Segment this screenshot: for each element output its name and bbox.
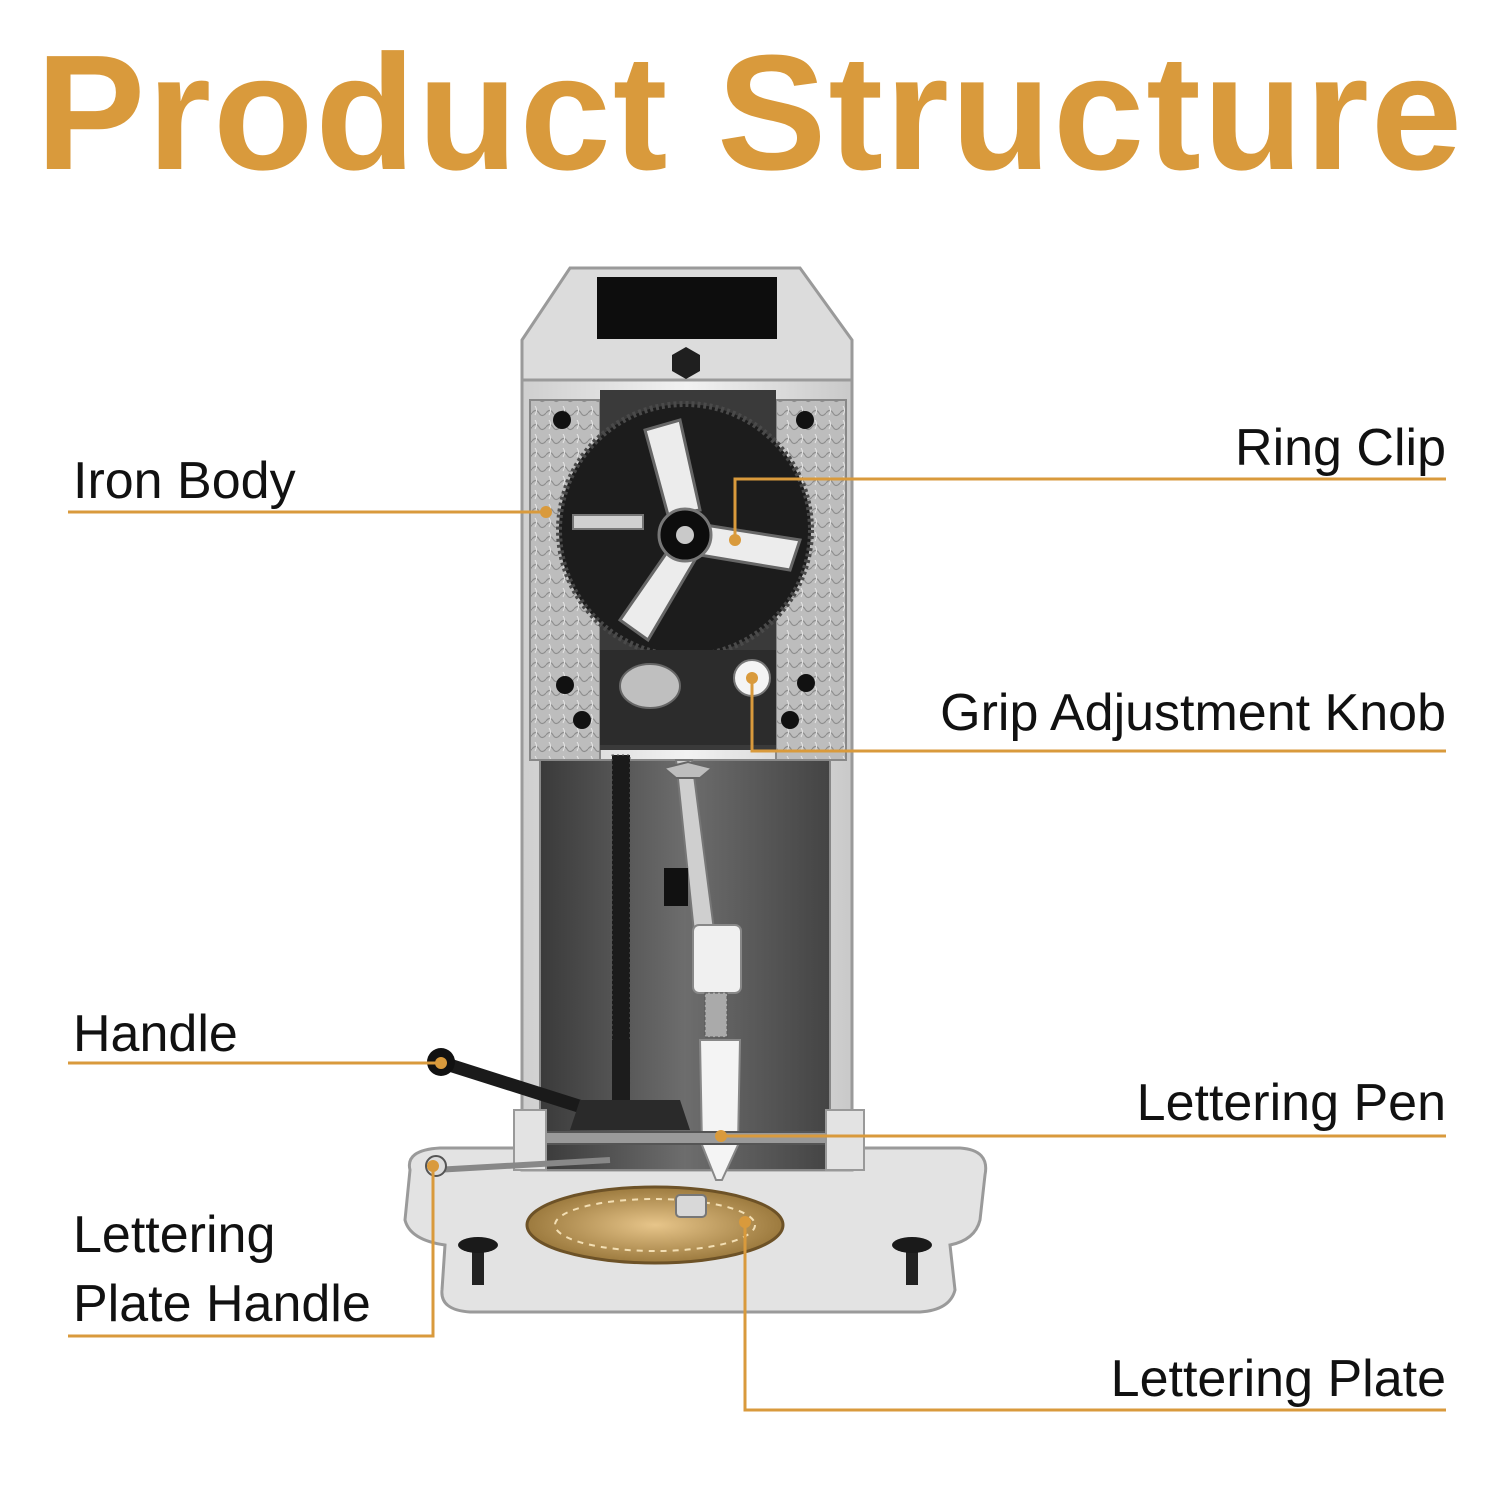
handle-bracket — [570, 1100, 690, 1130]
page-title: Product Structure — [35, 21, 1465, 204]
cam-lever — [619, 663, 681, 709]
handle-bar — [433, 1055, 592, 1115]
leader-lettering-plate — [743, 1222, 1446, 1412]
bracket-left — [513, 1109, 547, 1171]
foot-left — [472, 1245, 484, 1285]
plate-handle-rod — [434, 1157, 611, 1173]
label-lettering-plate: Lettering Plate — [1110, 1350, 1446, 1408]
dot-lettering-plate — [739, 1216, 751, 1228]
lettering-plate-ring — [554, 1198, 756, 1252]
bolts — [553, 411, 815, 729]
dot-lettering-pen — [715, 1130, 727, 1142]
slide-rail — [514, 1131, 856, 1145]
chuck-key — [572, 514, 644, 530]
label-lettering-plate-handle-line1: Lettering — [73, 1206, 276, 1264]
leader-lines — [68, 477, 1446, 1412]
head-nut — [672, 347, 700, 379]
ring-clip-arms — [617, 418, 802, 643]
dot-handle — [435, 1057, 447, 1069]
foot-right-cap — [892, 1237, 932, 1253]
foot-left-cap — [458, 1237, 498, 1253]
leader-ring-clip — [733, 477, 1446, 540]
leader-dots — [427, 506, 758, 1228]
dot-ring-clip — [729, 534, 741, 546]
head-window — [597, 277, 777, 339]
label-ring-clip: Ring Clip — [1235, 419, 1446, 477]
dot-plate-handle — [427, 1160, 439, 1172]
plate-center-knob — [675, 1194, 707, 1218]
bracket-right — [825, 1109, 865, 1171]
leader-plate-handle — [68, 1166, 435, 1338]
label-lettering-plate-handle-line2: Plate Handle — [73, 1275, 371, 1333]
leader-grip-knob — [750, 678, 1446, 753]
threaded-rod — [611, 754, 631, 1086]
dot-iron-body — [540, 506, 552, 518]
label-lettering-pen: Lettering Pen — [1136, 1074, 1446, 1132]
label-handle: Handle — [73, 1005, 238, 1063]
side-bracket — [664, 868, 688, 906]
wing-nut — [661, 760, 715, 779]
engraving-machine — [403, 266, 988, 1314]
pen-collar — [692, 924, 742, 994]
chuck-hub — [676, 526, 694, 544]
label-iron-body: Iron Body — [73, 452, 296, 510]
label-grip-adjustment-knob: Grip Adjustment Knob — [940, 684, 1446, 742]
pen-spring — [704, 992, 728, 1038]
foot-right — [906, 1245, 918, 1285]
dot-grip-knob — [746, 672, 758, 684]
